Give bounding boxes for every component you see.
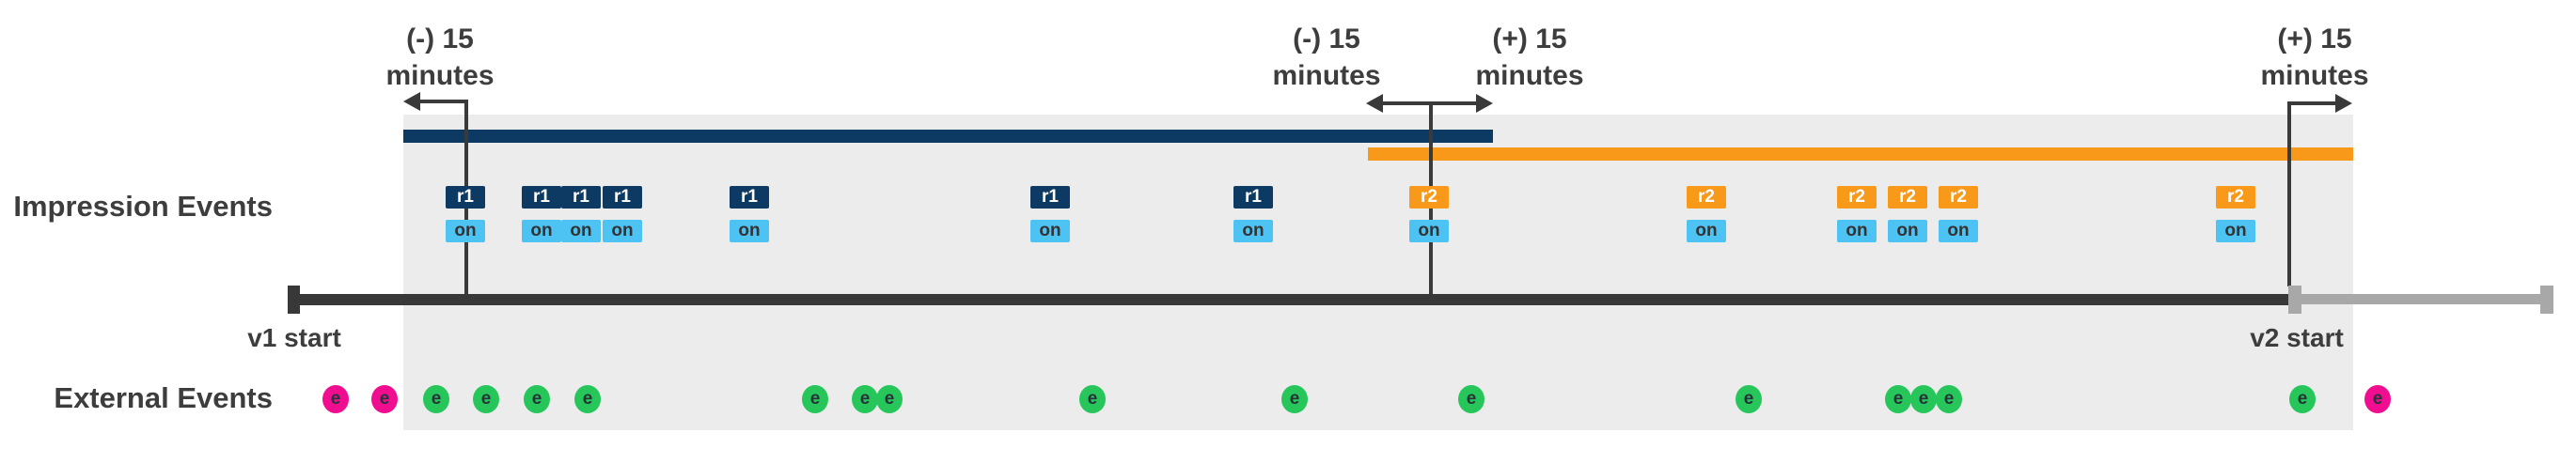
status-badge-on: on: [2216, 220, 2255, 242]
treatment-badge-r1: r1: [1030, 186, 1070, 209]
external-event-dot-green: e: [1936, 385, 1962, 413]
impression-event-r2: r2 on: [1687, 186, 1726, 242]
status-badge-on: on: [1837, 220, 1877, 242]
annotation-minus15-left: (-) 15 minutes: [327, 21, 553, 94]
treatment-badge-r2: r2: [1409, 186, 1449, 209]
impression-events-row-label: Impression Events: [13, 190, 273, 223]
external-event-dot-green: e: [1079, 385, 1106, 413]
treatment-badge-r1: r1: [561, 186, 601, 209]
impression-event-r2: r2 on: [2216, 186, 2255, 242]
status-badge-on: on: [1233, 220, 1273, 242]
v1-start-tick: [288, 286, 300, 314]
annotation-line1: (+) 15: [1492, 23, 1567, 54]
v1-start-label: v1 start: [247, 323, 341, 352]
status-badge-on: on: [730, 220, 769, 242]
impression-event-r1: r1 on: [1233, 186, 1273, 242]
left-arrowhead-icon: [1366, 94, 1383, 113]
status-badge-on: on: [1687, 220, 1726, 242]
external-event-dot-green: e: [423, 385, 449, 413]
annotation-minus15-mid: (-) 15 minutes: [1214, 21, 1439, 94]
status-badge-on: on: [1939, 220, 1978, 242]
external-event-dot-pink: e: [322, 385, 349, 413]
status-badge-on: on: [1030, 220, 1070, 242]
status-badge-on: on: [1888, 220, 1927, 242]
external-event-dot-green: e: [574, 385, 601, 413]
annotation-line2: minutes: [385, 60, 495, 91]
impression-event-r1: r1 on: [561, 186, 601, 242]
external-event-dot-green: e: [1736, 385, 1762, 413]
external-event-dot-green: e: [876, 385, 903, 413]
impression-event-r1: r1 on: [446, 186, 485, 242]
impression-event-r2: r2 on: [1837, 186, 1877, 242]
status-badge-on: on: [446, 220, 485, 242]
status-badge-on: on: [522, 220, 561, 242]
annotation-line1: (-) 15: [1293, 23, 1360, 54]
treatment-badge-r1: r1: [1233, 186, 1273, 209]
external-events-row-label: External Events: [54, 381, 273, 414]
minus15-left-arrow-line: [407, 100, 468, 103]
v2-start-label: v2 start: [2250, 323, 2344, 352]
v2-start-tick: [2288, 286, 2301, 314]
status-badge-on: on: [561, 220, 601, 242]
external-event-dot-green: e: [1281, 385, 1308, 413]
external-event-dot-green: e: [852, 385, 878, 413]
right-arrowhead-icon: [2335, 94, 2352, 113]
impression-event-r2: r2 on: [1409, 186, 1449, 242]
treatment-badge-r1: r1: [522, 186, 561, 209]
timeline-end-tick: [2540, 286, 2553, 314]
treatment-badge-r1: r1: [730, 186, 769, 209]
impression-event-r1: r1 on: [1030, 186, 1070, 242]
status-badge-on: on: [1409, 220, 1449, 242]
impression-event-r2: r2 on: [1939, 186, 1978, 242]
external-event-dot-green: e: [1910, 385, 1937, 413]
external-event-dot-green: e: [2289, 385, 2316, 413]
external-event-dot-green: e: [524, 385, 550, 413]
external-event-dot-pink: e: [2364, 385, 2391, 413]
right-arrowhead-icon: [1476, 94, 1493, 113]
marker-line-v2-start: [2287, 101, 2291, 286]
treatment-badge-r2: r2: [1939, 186, 1978, 209]
observation-window-panel: [403, 115, 2353, 430]
impression-event-r1: r1 on: [522, 186, 561, 242]
annotation-line2: minutes: [1272, 60, 1381, 91]
status-badge-on: on: [603, 220, 642, 242]
treatment-badge-r2: r2: [1687, 186, 1726, 209]
annotation-line1: (-) 15: [406, 23, 474, 54]
left-arrowhead-icon: [403, 92, 420, 111]
external-event-dot-pink: e: [371, 385, 398, 413]
annotation-plus15-mid: (+) 15 minutes: [1417, 21, 1642, 94]
annotation-plus15-right: (+) 15 minutes: [2202, 21, 2427, 94]
treatment-badge-r1: r1: [603, 186, 642, 209]
impression-event-r2: r2 on: [1888, 186, 1927, 242]
annotation-line1: (+) 15: [2277, 23, 2352, 54]
v2-treatment-bar: [1368, 147, 2353, 161]
treatment-badge-r2: r2: [2216, 186, 2255, 209]
annotation-line2: minutes: [2260, 60, 2369, 91]
impression-event-r1: r1 on: [603, 186, 642, 242]
impression-event-r1: r1 on: [730, 186, 769, 242]
plus15-right-arrow-line: [2289, 101, 2345, 105]
annotation-line2: minutes: [1475, 60, 1584, 91]
external-event-dot-green: e: [802, 385, 828, 413]
treatment-badge-r2: r2: [1888, 186, 1927, 209]
external-event-dot-green: e: [473, 385, 499, 413]
external-event-dot-green: e: [1458, 385, 1484, 413]
v1-treatment-bar: [403, 130, 1493, 143]
treatment-badge-r1: r1: [446, 186, 485, 209]
timeline-v1-segment: [294, 294, 2289, 305]
timeline-v2-segment: [2289, 294, 2541, 304]
treatment-badge-r2: r2: [1837, 186, 1877, 209]
external-event-dot-green: e: [1885, 385, 1911, 413]
